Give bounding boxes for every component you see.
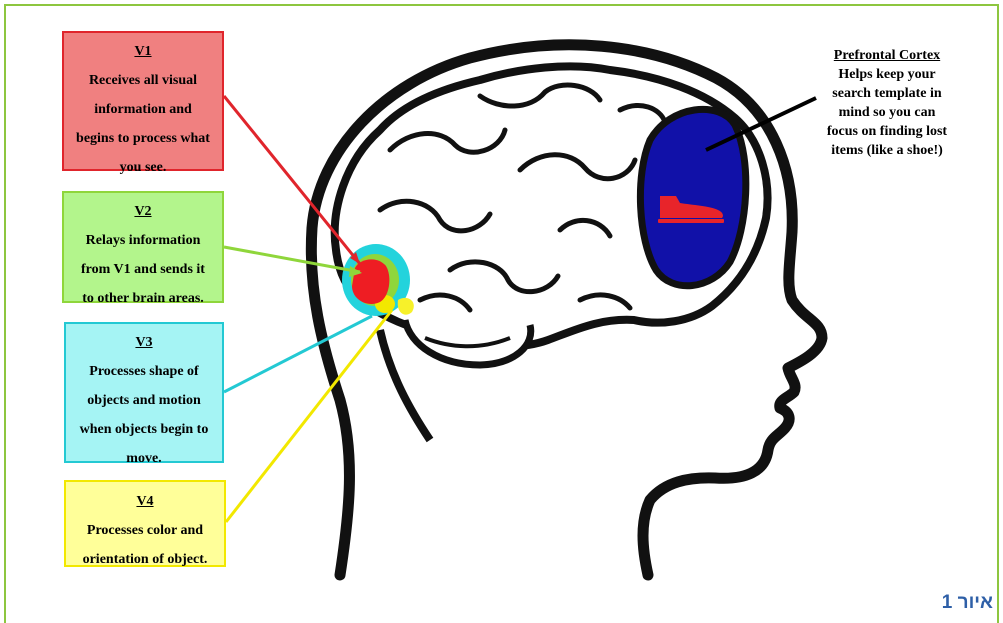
v1-region	[352, 259, 389, 304]
v2-desc-line-3: to other brain areas.	[64, 284, 222, 313]
v3-desc-line-1: Processes shape of	[66, 357, 222, 386]
prefrontal-title: Prefrontal Cortex	[812, 46, 962, 65]
v1-connector	[224, 96, 360, 264]
v4-desc-line-1: Processes color and	[66, 516, 224, 545]
v4-title: V4	[66, 488, 224, 516]
v2-desc-line-1: Relays information	[64, 226, 222, 255]
prefrontal-desc-line-4: focus on finding lost	[812, 122, 962, 141]
v1-desc-line-3: begins to process what	[64, 124, 222, 153]
v4-desc-line-2: orientation of object.	[66, 545, 224, 574]
v3-desc-line-3: when objects begin to	[66, 415, 222, 444]
prefrontal-desc-line-1: Helps keep your	[812, 65, 962, 84]
v2-title: V2	[64, 198, 222, 226]
v3-connector	[224, 316, 372, 392]
v3-desc-line-2: objects and motion	[66, 386, 222, 415]
v1-title: V1	[64, 38, 222, 66]
v3-label-box: V3 Processes shape of objects and motion…	[64, 322, 224, 463]
v3-title: V3	[66, 329, 222, 357]
v3-desc-line-4: move.	[66, 444, 222, 473]
cerebellum	[405, 320, 531, 365]
prefrontal-desc-line-3: mind so you can	[812, 103, 962, 122]
v1-desc-line-4: you see.	[64, 153, 222, 182]
v4-connector	[226, 310, 392, 522]
prefrontal-region	[640, 109, 745, 285]
v1-desc-line-2: information and	[64, 95, 222, 124]
v2-desc-line-2: from V1 and sends it	[64, 255, 222, 284]
v1-label-box: V1 Receives all visual information and b…	[62, 31, 224, 171]
v4-label-box: V4 Processes color and orientation of ob…	[64, 480, 226, 567]
v1-desc-line-1: Receives all visual	[64, 66, 222, 95]
prefrontal-desc-line-2: search template in	[812, 84, 962, 103]
prefrontal-label: Prefrontal Cortex Helps keep your search…	[812, 46, 962, 160]
prefrontal-desc-line-5: items (like a shoe!)	[812, 141, 962, 160]
v2-label-box: V2 Relays information from V1 and sends …	[62, 191, 224, 303]
figure-caption: איור 1	[942, 592, 993, 614]
